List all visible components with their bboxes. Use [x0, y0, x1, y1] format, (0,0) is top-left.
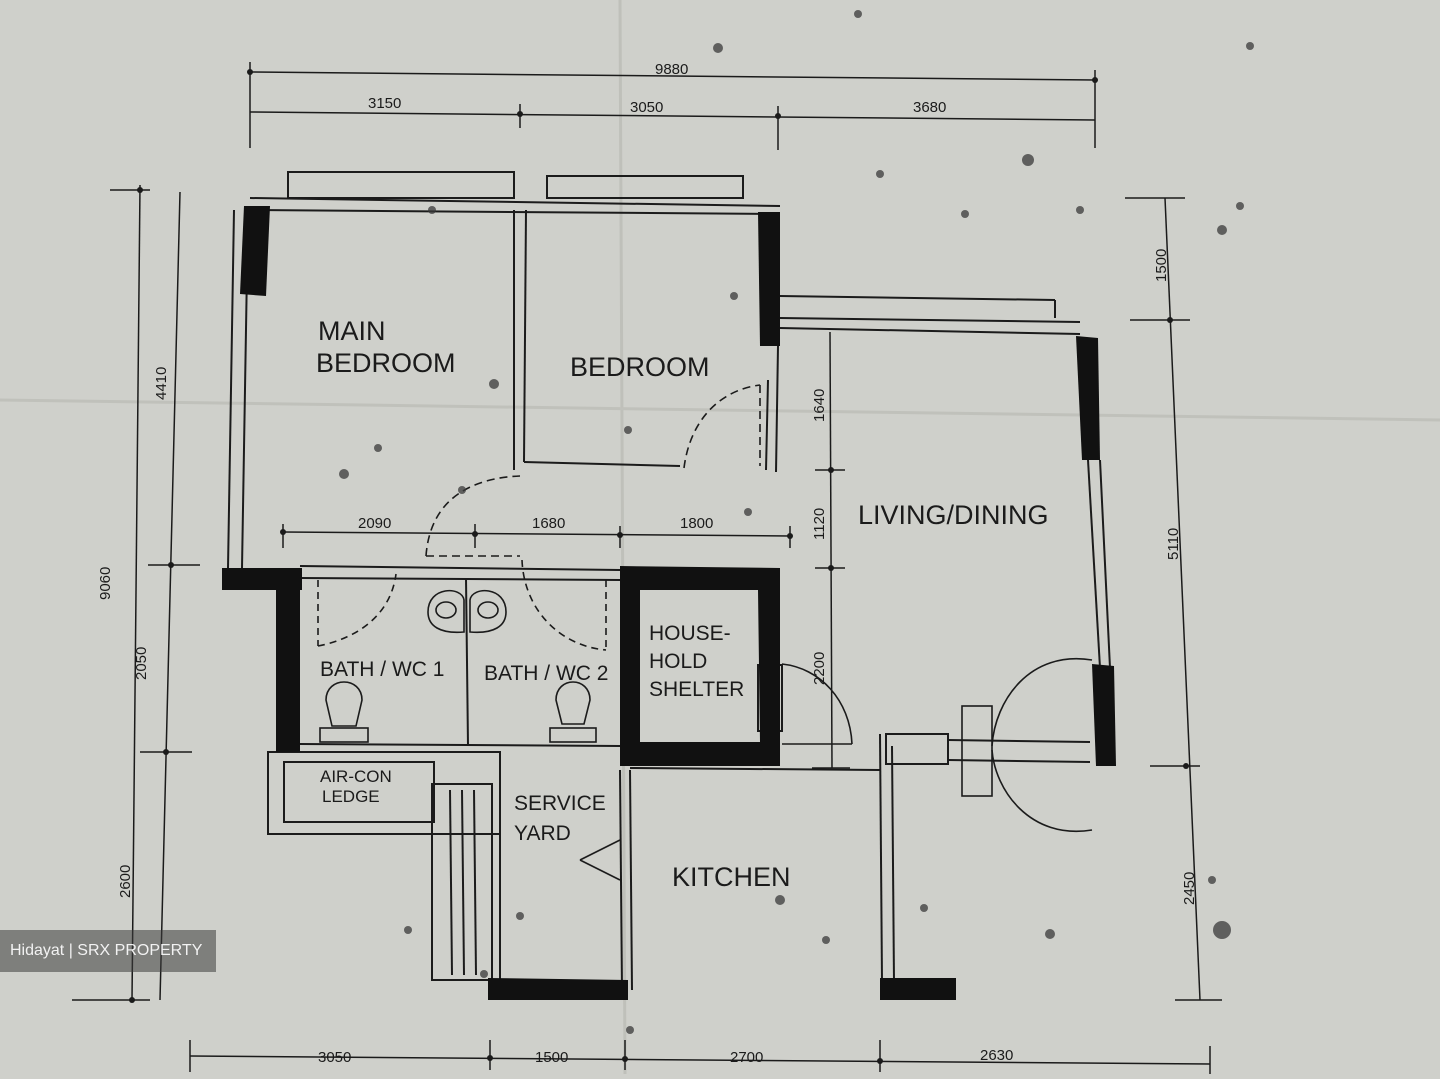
dim-bottom-1: 3050 [318, 1049, 351, 1066]
bath-wc2-label: BATH / WC 2 [484, 662, 608, 685]
shelter-label-line3: SHELTER [649, 678, 744, 701]
dim-left-1: 4410 [153, 367, 170, 400]
shelter-label-line2: HOLD [649, 650, 707, 673]
service-yard-label-line2: YARD [514, 822, 571, 845]
bedroom-label: BEDROOM [570, 352, 710, 382]
dimension-ticks [129, 69, 1189, 1064]
dim-mid-3: 2200 [811, 652, 828, 685]
shelter-label: HOUSE- [649, 622, 731, 645]
dim-left-2: 2050 [133, 647, 150, 680]
dim-right-3: 2450 [1181, 872, 1198, 905]
service-yard-label: SERVICE [514, 792, 606, 815]
dim-mid-1: 1640 [811, 389, 828, 422]
dim-right-2: 5110 [1165, 528, 1182, 560]
kitchen-label: KITCHEN [672, 862, 791, 892]
main-bedroom-label: MAIN [318, 316, 386, 346]
dim-left-3: 2600 [117, 865, 134, 898]
paper-fold-line [0, 398, 1440, 422]
dim-bottom-3: 2700 [730, 1049, 763, 1066]
paper-specks [339, 10, 1254, 1034]
main-bedroom-label-line2: BEDROOM [316, 348, 456, 378]
dim-top-2: 3050 [630, 99, 663, 116]
structural-walls [222, 206, 1116, 1000]
doors [317, 384, 1093, 881]
paper-fold-line [618, 0, 627, 1075]
dim-bottom-4: 2630 [980, 1047, 1013, 1064]
dim-mid-2: 1120 [811, 508, 828, 540]
aircon-ledge-label-line2: LEDGE [322, 787, 380, 806]
living-dining-label: LIVING/DINING [858, 500, 1049, 530]
bath-fixtures [319, 589, 597, 743]
dim-top-total: 9880 [655, 61, 688, 78]
dim-inner-3: 1800 [680, 515, 713, 532]
watermark: Hidayat | SRX PROPERTY [0, 930, 216, 972]
dim-left-total: 9060 [97, 567, 114, 600]
dim-inner-2: 1680 [532, 515, 565, 532]
aircon-ledge-label: AIR-CON [320, 767, 392, 786]
dim-inner-1: 2090 [358, 515, 391, 532]
thin-walls [227, 171, 1111, 991]
dim-bottom-2: 1500 [535, 1049, 568, 1066]
bath-wc1-label: BATH / WC 1 [320, 658, 444, 681]
dim-right-1: 1500 [1153, 249, 1170, 282]
dim-top-3: 3680 [913, 99, 946, 116]
dim-top-1: 3150 [368, 95, 401, 112]
